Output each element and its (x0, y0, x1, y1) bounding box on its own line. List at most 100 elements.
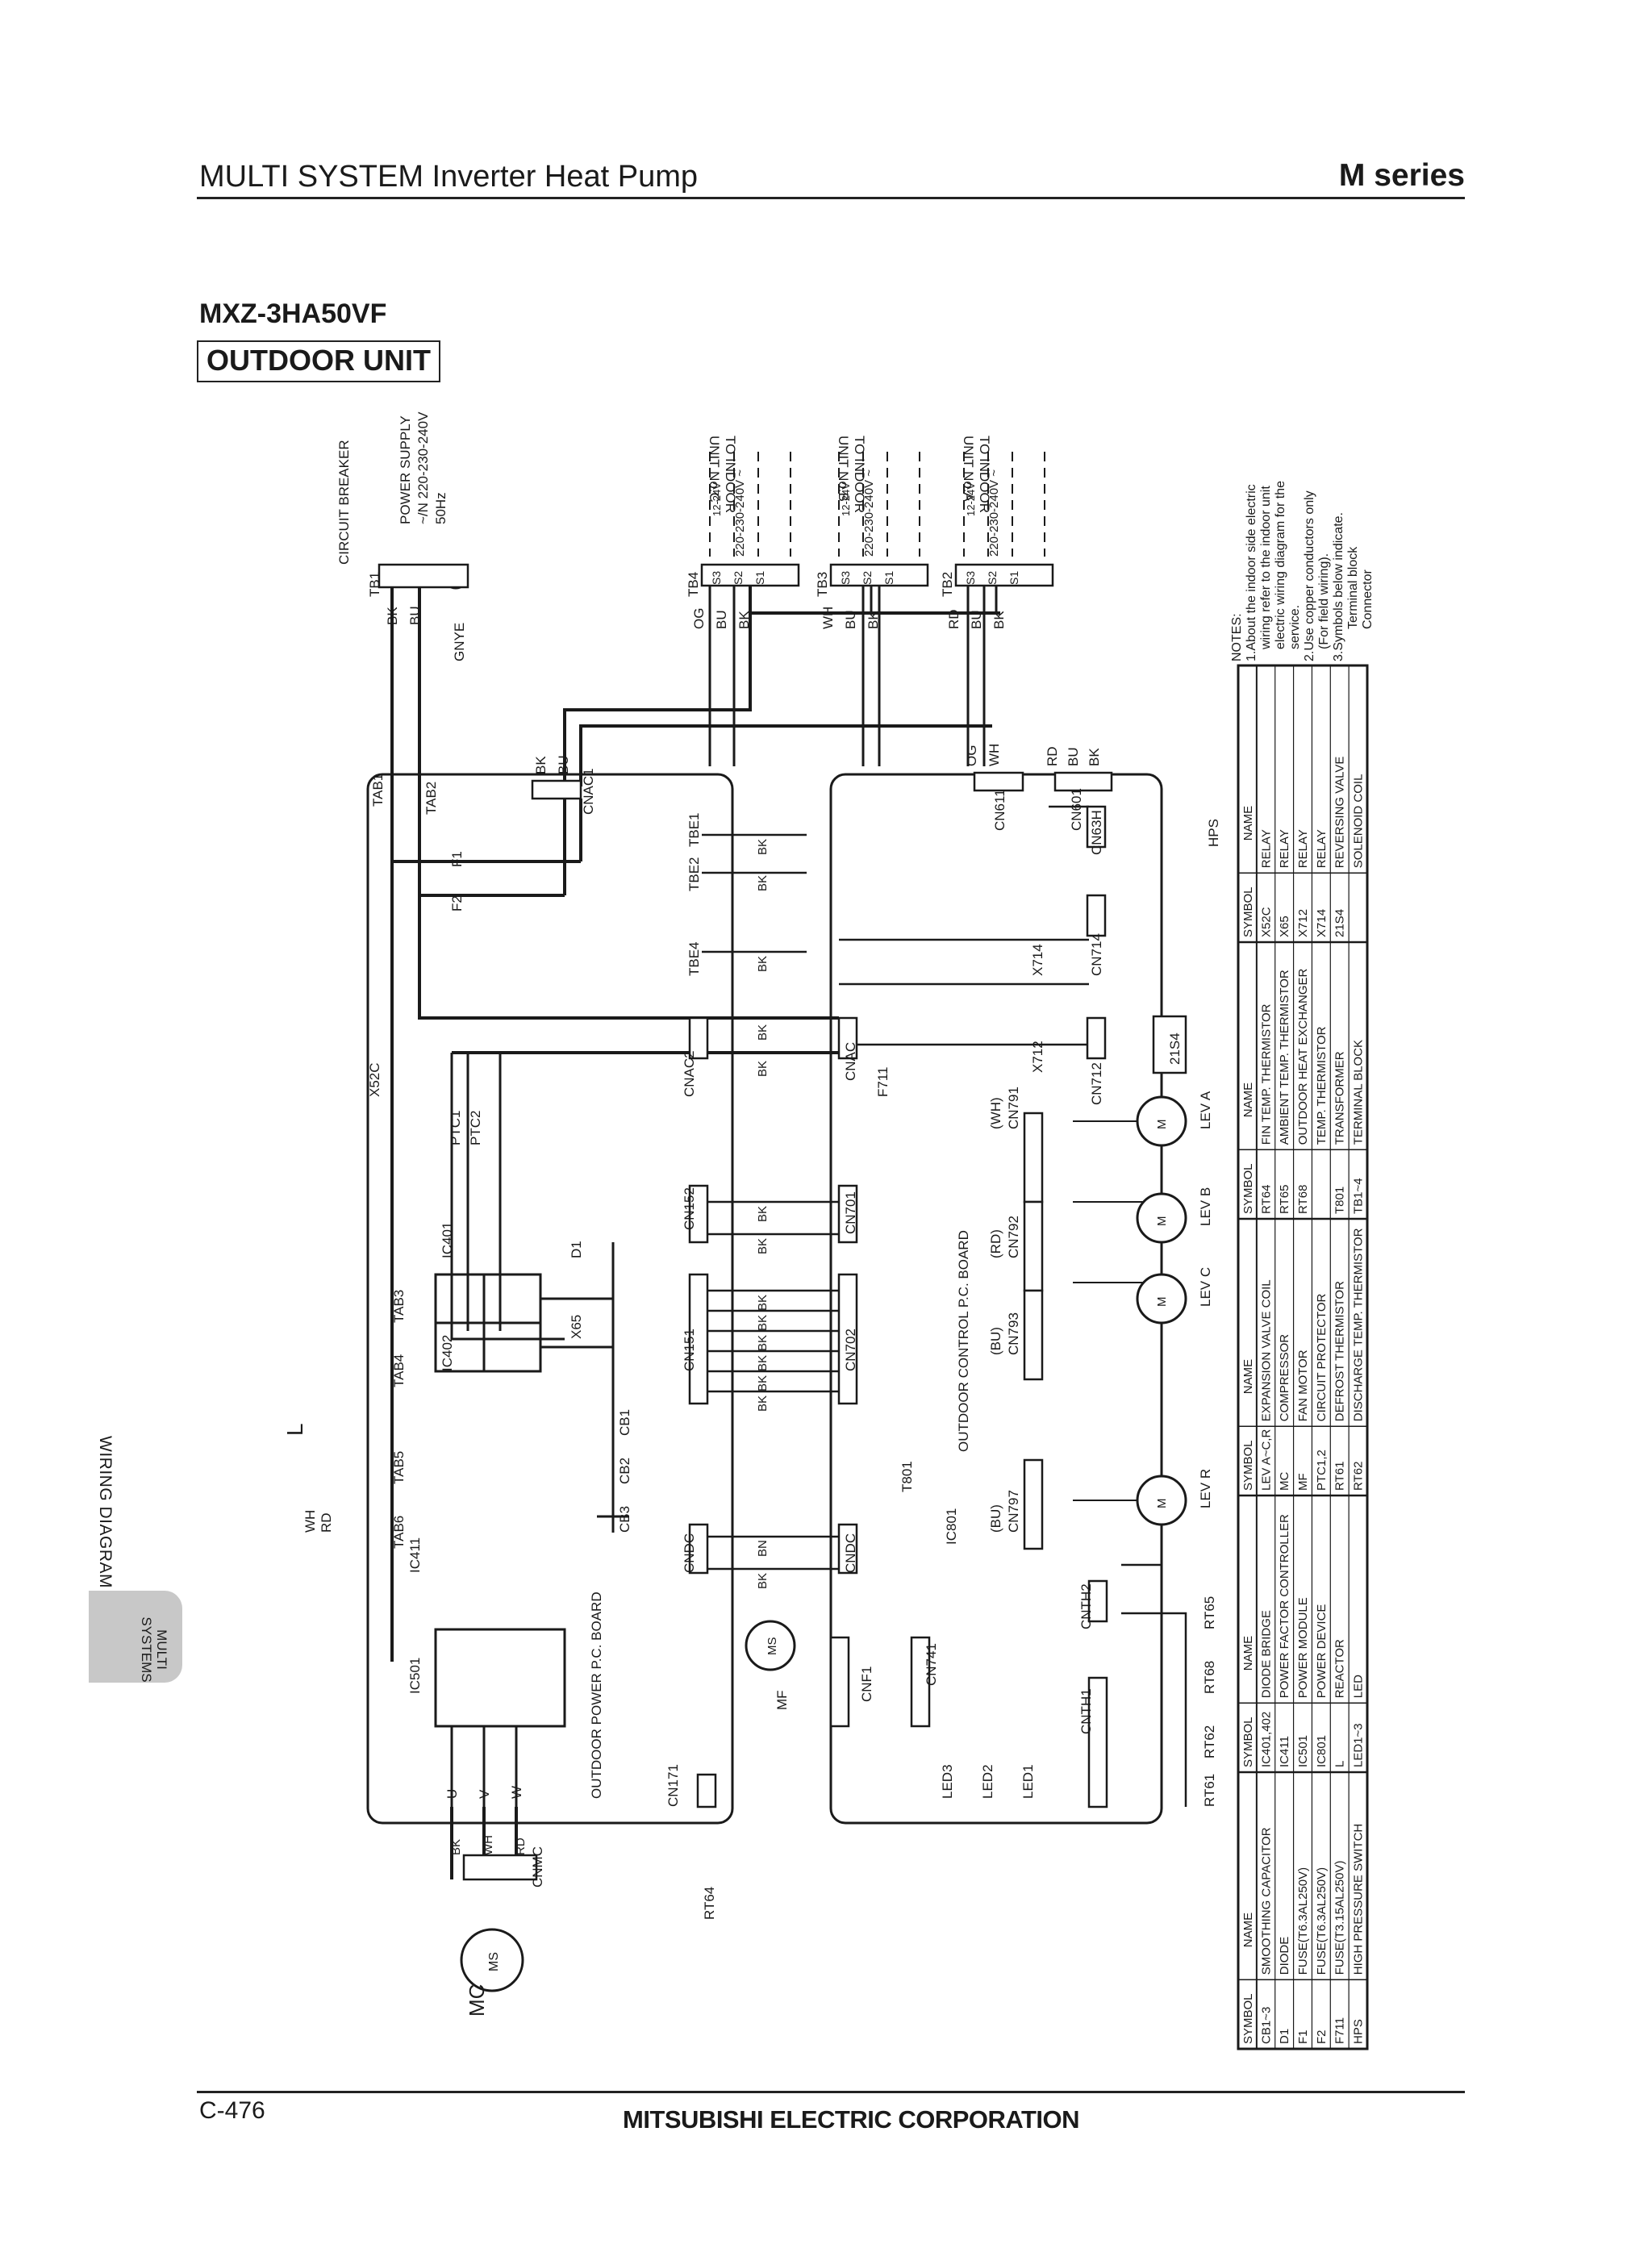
cn151-wire-bk-1: BK (756, 1295, 770, 1311)
legend-symbol: IC501 (1296, 1735, 1310, 1767)
tb4-s1: S1 (753, 571, 766, 585)
tb3-wire-bk: BK (866, 611, 881, 629)
legend-name: RELAY (1259, 829, 1273, 868)
cndc-control-label: CNDC (843, 1533, 858, 1573)
supply-spec: ~/N 220-230-240V (415, 411, 431, 524)
notes-line-8: Terminal block (1346, 546, 1360, 629)
legend-symbol: F711 (1333, 2017, 1347, 2044)
tb3-block (829, 563, 929, 587)
tbe2-wire-bk: BK (756, 875, 770, 891)
legend-symbol: RT65 (1278, 1185, 1291, 1214)
cnmc-wire-bk: BK (449, 1839, 463, 1855)
tb1-label: TB1 (367, 572, 382, 597)
unit-label: OUTDOOR UNIT (197, 340, 440, 382)
footer-divider (197, 2091, 1465, 2093)
tb2-s2: S2 (986, 571, 999, 585)
legend-name: DIODE BRIDGE (1259, 1610, 1273, 1698)
legend-symbol: 21S4 (1333, 909, 1347, 937)
x714-label: X714 (1030, 944, 1045, 976)
legend-name: SMOOTHING CAPACITOR (1259, 1827, 1273, 1975)
legend-name: TERMINAL BLOCK (1352, 1040, 1366, 1145)
tbe4-label: TBE4 (686, 941, 702, 976)
tb2-dc-spec: 12-24V (965, 482, 977, 516)
legend-symbol: X714 (1315, 909, 1329, 937)
indoor-b-to: TO INDOOR (852, 436, 867, 513)
fan-motor-ms: MS (766, 1637, 779, 1656)
legend-name: OUTDOOR HEAT EXCHANGER (1296, 968, 1310, 1145)
legend-header-symbol: SYMBOL (1241, 1163, 1255, 1214)
cb1-label: CB1 (617, 1409, 632, 1436)
header-divider (197, 197, 1465, 199)
legend-header-name: NAME (1241, 1636, 1255, 1671)
t801-label: T801 (899, 1461, 915, 1492)
lev-b-motor-m: M (1155, 1216, 1169, 1227)
cn601-wire-bk: BK (1087, 748, 1102, 766)
lev-a-motor-icon (1136, 1095, 1187, 1147)
model-number: MXZ-3HA50VF (199, 298, 387, 329)
section-tab (89, 1591, 182, 1683)
legend-name: POWER DEVICE (1315, 1604, 1329, 1699)
legend-name: DISCHARGE TEMP. THERMISTOR (1352, 1228, 1366, 1421)
legend-header-name: NAME (1241, 806, 1255, 841)
legend-symbol: IC801 (1315, 1735, 1329, 1767)
legend-name: DEFROST THERMISTOR (1333, 1281, 1347, 1421)
notes-line-6: (For field wiring). (1317, 553, 1331, 649)
indoor-c-to: TO INDOOR (723, 436, 738, 513)
notes-line-5: 2.Use copper conductors only (1303, 490, 1316, 661)
legend-header-name: NAME (1241, 1359, 1255, 1394)
f711-label: F711 (875, 1067, 891, 1098)
tab3-label: TAB3 (391, 1290, 407, 1323)
tb3-wire-wh: WH (820, 607, 836, 629)
v-label: V (477, 1789, 492, 1799)
tb3-label: TB3 (815, 572, 830, 597)
cn791-wh-label: (WH) (988, 1097, 1003, 1129)
tb2-label: TB2 (940, 572, 955, 597)
cndc-power-label: CNDC (682, 1533, 697, 1573)
cn797-label: CN797 (1006, 1490, 1021, 1533)
legend-name: TEMP. THERMISTOR (1315, 1026, 1329, 1145)
cnmc-wire-rd: RD (514, 1838, 528, 1855)
legend-symbol: X65 (1278, 916, 1291, 937)
tab1-label: TAB1 (370, 774, 386, 807)
tb4-label: TB4 (686, 572, 701, 597)
cnmc-label: CNMC (530, 1846, 545, 1888)
notes-title: NOTES: (1230, 613, 1244, 661)
legend-symbol: F1 (1296, 2029, 1310, 2044)
cb3-label: CB3 (617, 1506, 632, 1533)
legend-symbol: IC401,402 (1259, 1712, 1273, 1767)
tb4-s3: S3 (710, 571, 723, 585)
cn152-wire-bk-1: BK (756, 1206, 770, 1222)
legend-name: FAN MOTOR (1296, 1350, 1310, 1421)
tab2-label: TAB2 (423, 782, 439, 815)
f1-label: F1 (449, 851, 465, 867)
cn151-wire-bk-3: BK (756, 1335, 770, 1351)
ic801-label: IC801 (944, 1508, 959, 1545)
notes-line-4: service. (1288, 605, 1302, 649)
ptc1-label: PTC1 (448, 1111, 463, 1145)
cndc-wire-bn: BN (756, 1540, 770, 1557)
lev-b-label: LEV B (1198, 1187, 1213, 1226)
tb4-ac-spec: 220-230-240V ~ (733, 469, 747, 557)
x65-label: X65 (569, 1315, 584, 1339)
legend-name: REACTOR (1333, 1639, 1347, 1698)
tb3-ac-spec: 220-230-240V ~ (862, 469, 876, 557)
tb4-block (700, 563, 800, 587)
reactor-rd-label: RD (319, 1512, 334, 1533)
wire-bk-label: BK (385, 607, 400, 625)
legend-symbol: PTC1,2 (1315, 1450, 1329, 1491)
mc-label: MC (465, 1984, 489, 2017)
cn792-label: CN792 (1006, 1216, 1021, 1258)
d1-label: D1 (569, 1241, 584, 1258)
cn702-label: CN702 (843, 1329, 858, 1371)
legend-name: AMBIENT TEMP. THERMISTOR (1278, 970, 1291, 1145)
power-board-frame (366, 773, 734, 1825)
legend-symbol: MC (1278, 1472, 1291, 1491)
breaker-label: CIRCUIT BREAKER (336, 440, 352, 565)
tb3-s1: S1 (882, 571, 895, 585)
lev-c-motor-m: M (1155, 1297, 1169, 1308)
cn712-label: CN712 (1089, 1062, 1104, 1105)
cn151-wire-bk-5: BK (756, 1375, 770, 1391)
tb4-wire-bu: BU (714, 610, 729, 629)
tb4-wire-bk: BK (736, 611, 752, 629)
legend-name: FUSE(T3.15AL250V) (1333, 1861, 1347, 1975)
